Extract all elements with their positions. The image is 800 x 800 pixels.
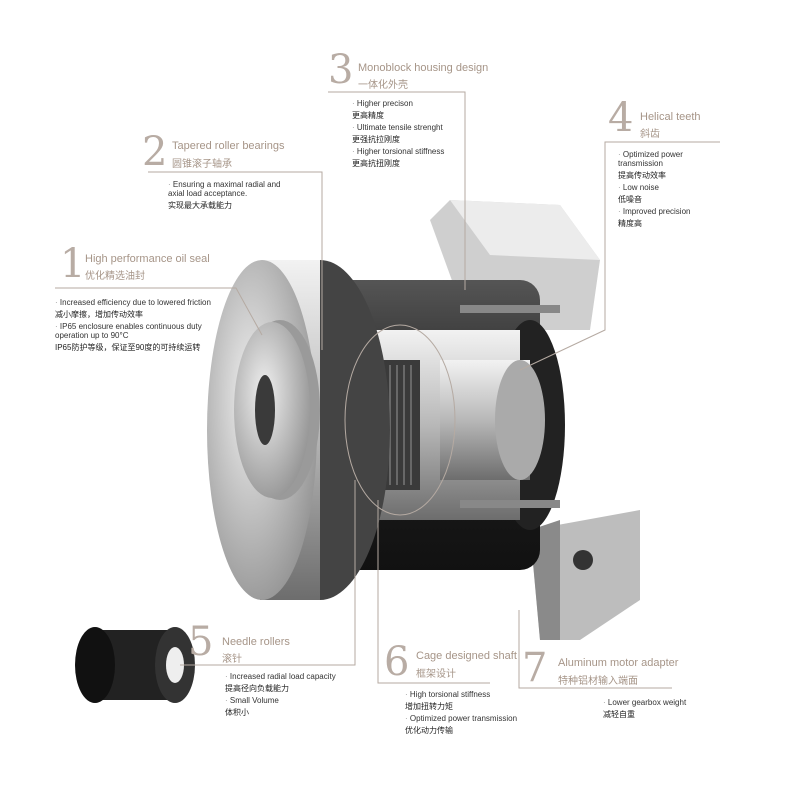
bullet-text: Higher torsional stiffness [352,147,462,156]
bullet-text: High torsional stiffness [405,690,535,699]
callout-title-cn: 优化精选油封 [85,271,145,282]
needle-roller-gear [75,627,195,703]
callout-number: 3 [328,47,354,93]
bullet-text-cn: 体积小 [225,708,249,717]
bullet-text: IP65 enclosure enables continuous duty o… [55,322,235,340]
bullet-text: Low noise [618,183,713,192]
bullet-text-cn: 提高径向负载能力 [225,684,289,693]
bullet-text-cn: 减小摩擦，增加传动效率 [55,310,143,319]
callout-title-cn: 特种铝材输入端面 [558,676,638,687]
bullet-text-cn: 优化动力传输 [405,726,453,735]
callout-title: Cage designed shaft [416,650,517,662]
bullet-text-cn: 更高精度 [352,111,384,120]
callout-title-cn: 斜齿 [640,129,660,140]
bullet-text: Increased radial load capacity [225,672,365,681]
bullet-text: Increased efficiency due to lowered fric… [55,298,235,307]
callout-number: 7 [522,645,548,691]
callout-title-cn: 框架设计 [416,669,456,680]
leader-lines [55,91,720,689]
callout-number: 4 [608,95,634,141]
bullet-text: Optimized power transmission [618,150,713,168]
bullet-text-cn: 精度高 [618,219,642,228]
bullet-text: Ensuring a maximal radial and axial load… [168,180,293,198]
callout-title: Monoblock housing design [358,62,489,74]
callout-title-cn: 圆锥滚子轴承 [172,159,232,170]
bullet-text: Lower gearbox weight [603,698,713,707]
callout-title: High performance oil seal [85,253,210,265]
bullet-text-cn: 更强抗拉刚度 [352,135,400,144]
callout-number: 6 [384,639,410,685]
callout-title-cn: 一体化外壳 [358,80,408,91]
callout-number: 5 [188,619,214,665]
callout-title: Tapered roller bearings [172,140,285,152]
bullet-text: Improved precision [618,207,713,216]
bullet-text-cn: IP65防护等级，保证至90度的可持续运转 [55,343,201,352]
bullet-text-cn: 实现最大承载能力 [168,201,232,210]
callout-title: Aluminum motor adapter [558,657,679,669]
bullet-text-cn: 减轻自重 [603,710,635,719]
callout-title: Helical teeth [640,111,701,123]
bullet-text-cn: 增加扭转力矩 [405,702,453,711]
bullet-text: Optimized power transmission [405,714,535,723]
callout-title-cn: 滚针 [222,654,242,665]
bullet-text-cn: 更高抗扭刚度 [352,159,400,168]
bullet-text: Small Volume [225,696,365,705]
callout-number: 1 [60,241,86,287]
callout-title: Needle rollers [222,636,290,648]
bullet-text-cn: 低噪音 [618,195,642,204]
callout-number: 2 [142,129,168,175]
bullet-text: Ultimate tensile strenght [352,123,462,132]
bullet-text-cn: 提高传动效率 [618,171,666,180]
bullet-text: Higher precison [352,99,462,108]
